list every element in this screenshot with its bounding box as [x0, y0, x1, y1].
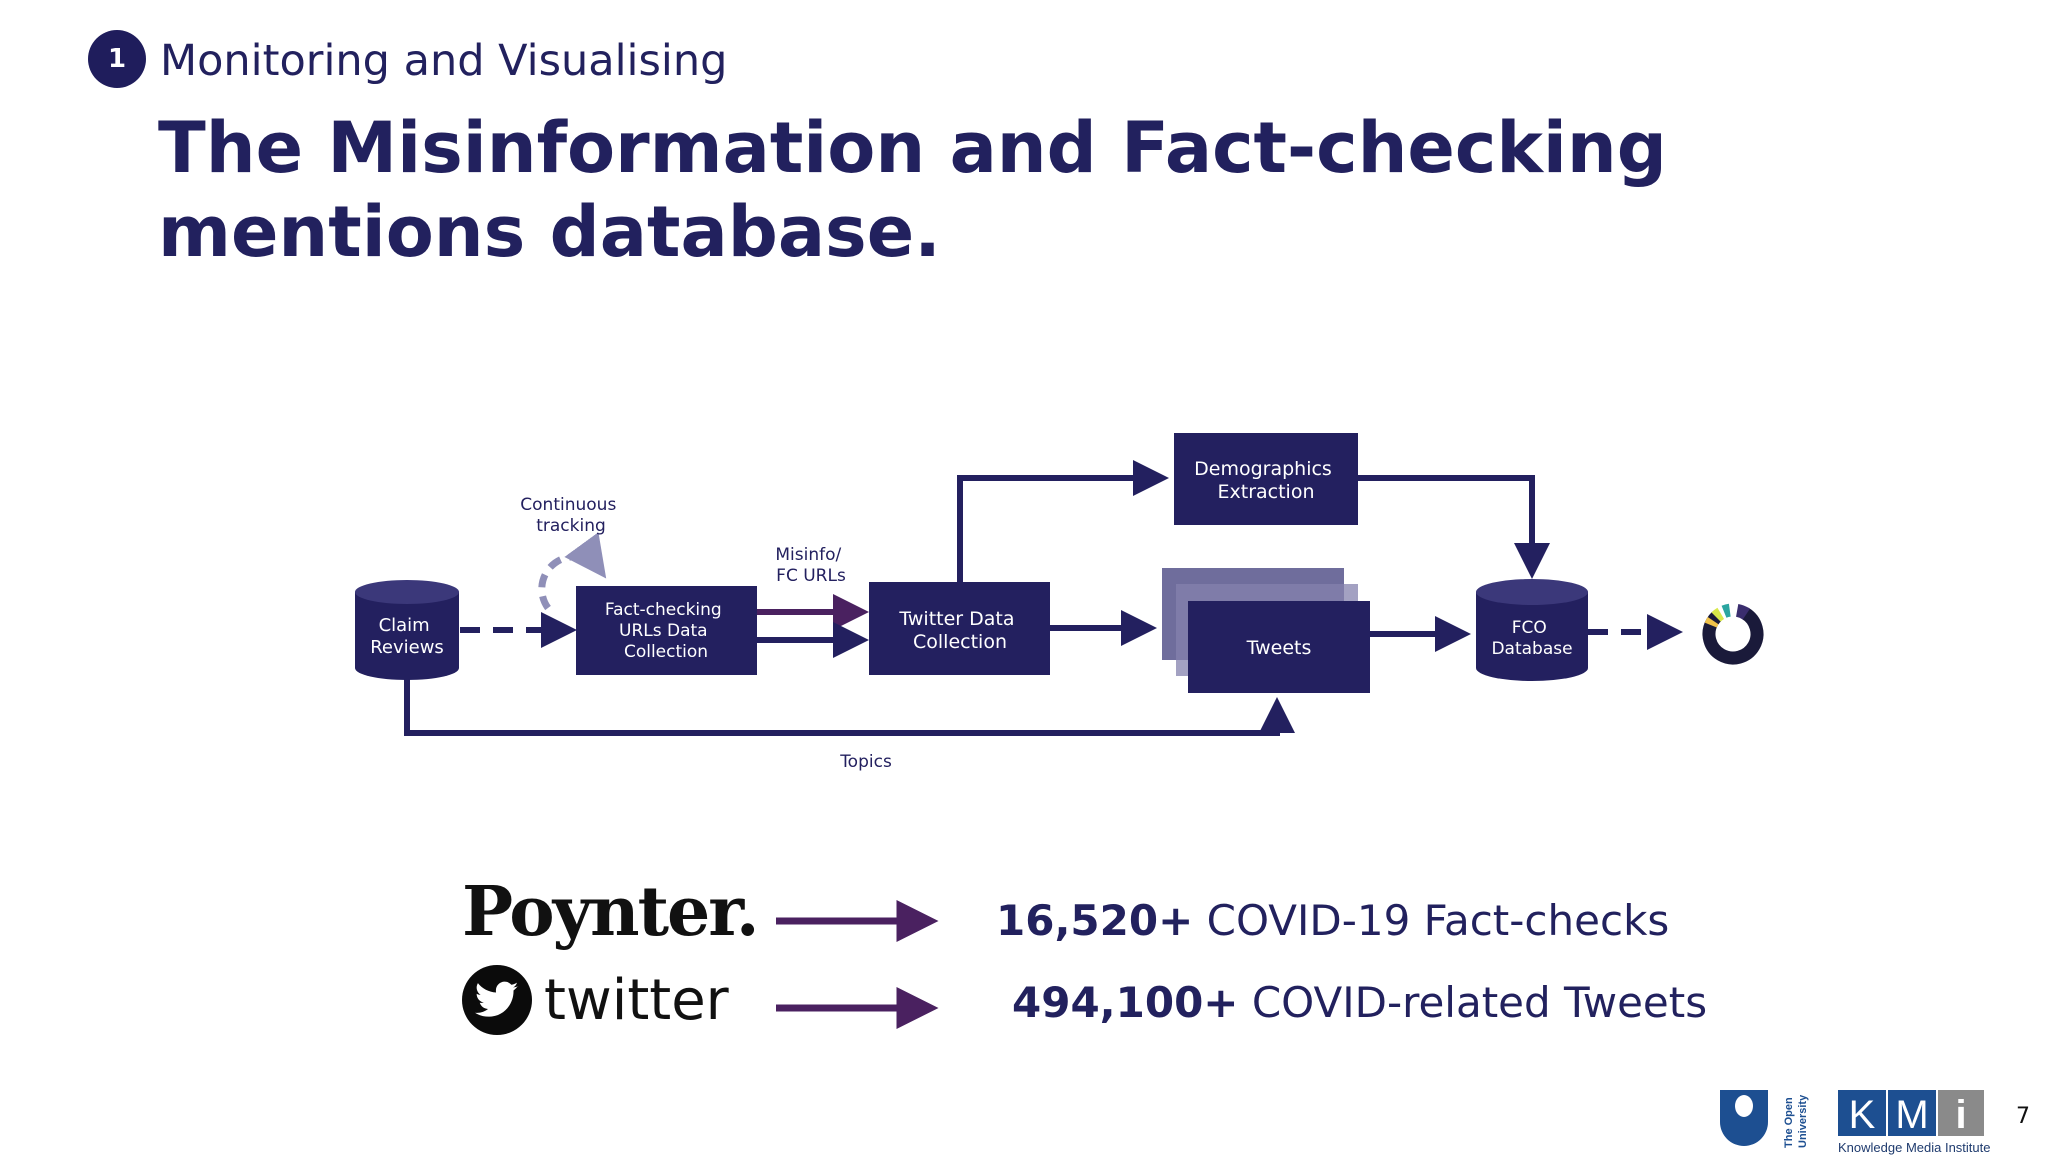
- twitter-collection-label-2: Collection: [913, 631, 1007, 653]
- continuous-tracking-loop: [538, 532, 607, 611]
- svg-text:Claim Reviews: Claim Reviews: [370, 615, 444, 658]
- svg-text:K: K: [1849, 1093, 1876, 1137]
- twitter-wordmark: twitter: [544, 967, 729, 1033]
- tweets-stat-label: COVID-related Tweets: [1251, 978, 1708, 1027]
- fco-label-1: FCO: [1512, 618, 1547, 638]
- claim-reviews-database: Claim Reviews: [355, 580, 459, 680]
- dashboard-donut-icon: [1702, 603, 1764, 665]
- claim-reviews-label-1: Claim: [379, 615, 430, 636]
- topics-label: Topics: [839, 752, 892, 772]
- factchecks-label: COVID-19 Fact-checks: [1206, 896, 1670, 945]
- twitter-logo: twitter: [462, 964, 729, 1036]
- demographics-to-fco-arrow: [1358, 475, 1550, 579]
- open-university-logo: The Open University: [1720, 1090, 1809, 1148]
- continuous-tracking-line-1: Continuous: [520, 495, 616, 515]
- demographics-label-1: Demographics: [1194, 458, 1332, 480]
- fact-checking-collection-box: Fact-checking URLs Data Collection: [576, 586, 757, 675]
- kmi-subtitle: Knowledge Media Institute: [1838, 1140, 1991, 1155]
- factchecks-count: 16,520+: [996, 896, 1194, 945]
- svg-text:Twitter Data Collection: Twitter Data Collection: [898, 608, 1020, 653]
- twitter-collection-label-1: Twitter Data: [898, 608, 1014, 630]
- factchecks-stat: 16,520+ COVID-19 Fact-checks: [996, 896, 1669, 945]
- svg-text:FCO Database: FCO Database: [1491, 618, 1572, 659]
- demographics-label-2: Extraction: [1218, 481, 1315, 503]
- kmi-logo: K M i: [1838, 1090, 1984, 1137]
- svg-text:Demographics Extraction: Demographics Extraction: [1194, 458, 1338, 503]
- continuous-tracking-label: Continuous tracking: [520, 495, 621, 536]
- fco-database: FCO Database: [1476, 579, 1588, 681]
- tweets-stat: 494,100+ COVID-related Tweets: [1012, 978, 1707, 1027]
- svg-text:University: University: [1797, 1094, 1809, 1148]
- slide-title: The Misinformation and Fact-checking men…: [158, 107, 1667, 273]
- tweets-stack: Tweets: [1162, 568, 1370, 693]
- svg-text:M: M: [1895, 1093, 1928, 1137]
- twitter-collection-box: Twitter Data Collection: [869, 582, 1050, 675]
- diagram-connectors: [404, 460, 1683, 736]
- fact-checking-label-1: Fact-checking: [605, 600, 722, 620]
- poynter-logo: Poynter.: [462, 872, 760, 952]
- topics-arrow: [404, 678, 1295, 736]
- misinfo-urls-label: Misinfo/ FC URLs: [775, 545, 846, 586]
- demographics-extraction-box: Demographics Extraction: [1174, 433, 1358, 525]
- svg-text:Fact-checking URLs Data: Fact-checking URLs Data Collection: [605, 600, 727, 662]
- fact-checking-label-2: URLs Data: [619, 621, 708, 641]
- svg-text:The Open: The Open: [1783, 1097, 1795, 1148]
- tweets-count: 494,100+: [1012, 978, 1239, 1027]
- misinfo-urls-line-2: FC URLs: [776, 566, 846, 586]
- page-number: 7: [2016, 1104, 2030, 1129]
- fact-checking-label-3: Collection: [624, 642, 708, 662]
- misinfo-urls-line-1: Misinfo/: [775, 545, 841, 565]
- twitter-bird-icon: [462, 965, 532, 1035]
- svg-text:i: i: [1955, 1093, 1966, 1137]
- section-label: Monitoring and Visualising: [160, 36, 728, 86]
- collection-to-demographics-arrow: [957, 460, 1169, 582]
- continuous-tracking-line-2: tracking: [536, 516, 606, 536]
- step-number-badge: 1: [88, 30, 146, 88]
- tweets-label: Tweets: [1246, 637, 1312, 659]
- fco-label-2: Database: [1491, 639, 1572, 659]
- claim-reviews-label-2: Reviews: [370, 637, 444, 658]
